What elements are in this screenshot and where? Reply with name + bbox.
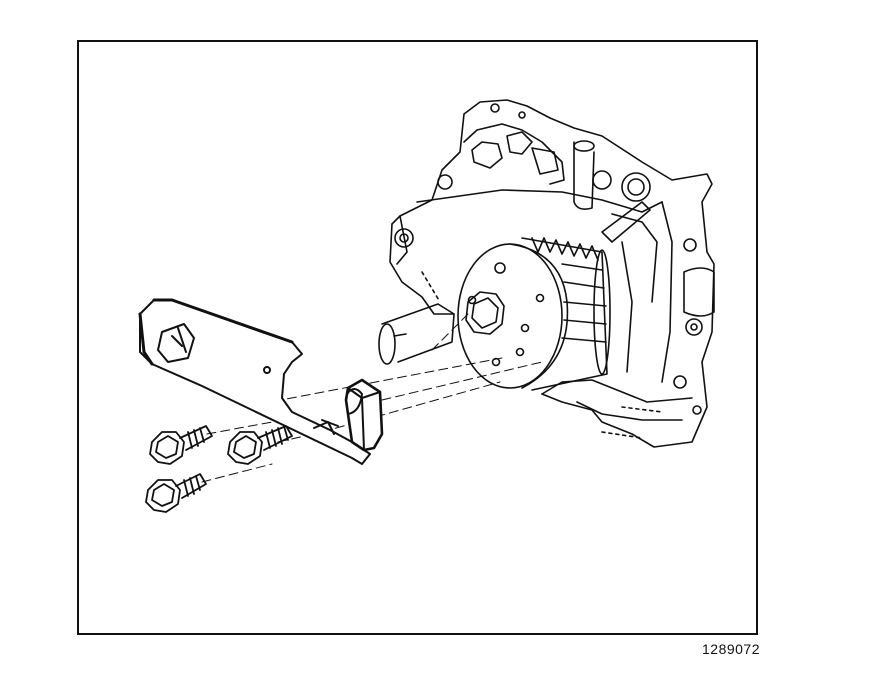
technical-illustration (138, 99, 715, 513)
bolt-center (227, 425, 293, 465)
figure-number: 1289072 (702, 641, 761, 657)
illustration-frame (77, 40, 758, 635)
holding-tool-icon (138, 298, 384, 465)
bolt-upper-left (149, 425, 213, 465)
bolt-icon (145, 425, 293, 513)
engine-block-icon (389, 99, 715, 448)
bolt-lower-left (145, 473, 207, 513)
crankshaft-sprocket-icon (378, 237, 611, 391)
